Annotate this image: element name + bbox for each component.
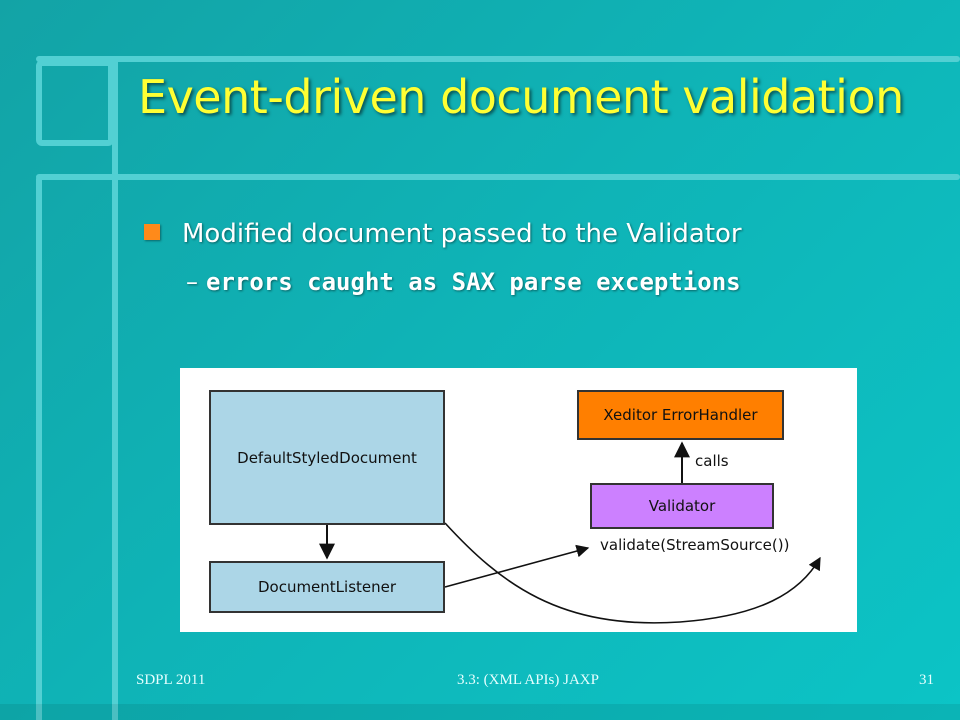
decor-vertical-line xyxy=(112,60,118,720)
decor-left-panel xyxy=(36,174,114,720)
sub-bullet-text: errors caught as SAX parse exceptions xyxy=(206,268,741,296)
footer-course: SDPL 2011 xyxy=(136,672,206,688)
dash-bullet-icon: – xyxy=(186,268,198,296)
decor-middle-line xyxy=(36,174,960,180)
sub-bullet-item: –errors caught as SAX parse exceptions xyxy=(186,268,946,296)
edge-listener-to-validate xyxy=(444,544,590,588)
bullet-text: Modified document passed to the Validato… xyxy=(182,219,742,249)
node-document-listener: DocumentListener xyxy=(209,561,445,613)
node-label: Validator xyxy=(648,497,716,515)
node-validator: Validator xyxy=(590,483,774,529)
node-label: Xeditor ErrorHandler xyxy=(603,406,758,424)
edge-label-calls: calls xyxy=(695,452,729,470)
square-bullet-icon xyxy=(144,224,160,240)
decor-top-line xyxy=(36,56,960,62)
decor-bottom-edge xyxy=(0,704,960,720)
footer-topic: 3.3: (XML APIs) JAXP xyxy=(457,672,599,688)
node-label: DocumentListener xyxy=(257,578,397,596)
node-label: DefaultStyledDocument xyxy=(237,448,417,467)
node-default-styled-document: DefaultStyledDocument xyxy=(209,390,445,525)
bullet-item: Modified document passed to the Validato… xyxy=(144,219,944,259)
edge-dsd-curve-to-validate xyxy=(444,522,821,624)
edge-label-validate: validate(StreamSource()) xyxy=(600,536,790,554)
diagram-edges xyxy=(319,441,821,624)
decor-square-frame xyxy=(36,60,114,146)
validation-diagram: DefaultStyledDocument DocumentListener X… xyxy=(180,368,857,632)
node-error-handler: Xeditor ErrorHandler xyxy=(577,390,784,440)
footer-page-number: 31 xyxy=(919,672,934,688)
slide-title: Event-driven document validation xyxy=(138,70,904,124)
